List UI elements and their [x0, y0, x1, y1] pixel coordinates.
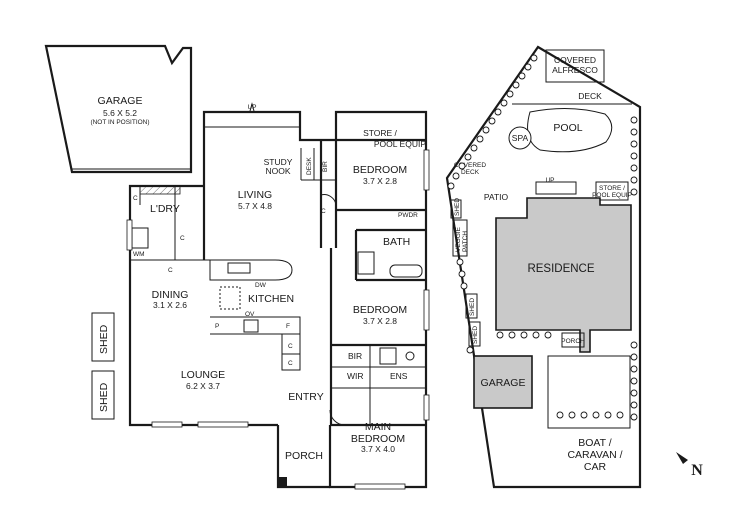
boat-line2: CARAVAN / — [567, 449, 622, 461]
powder-room-label: PWDR — [398, 212, 418, 219]
north-label: N — [691, 462, 703, 479]
floor-plan: GARAGE 5.6 X 5.2 (NOT IN POSITION) UP — [44, 44, 430, 490]
pool-label: POOL — [553, 122, 582, 134]
spa-label: SPA — [512, 133, 529, 143]
cupboard-c5: C — [288, 343, 293, 350]
bath-label: BATH — [383, 236, 410, 248]
site-garage-block: GARAGE — [473, 355, 533, 409]
ensuite-label: ENS — [390, 371, 408, 381]
pantry-label: P — [215, 323, 219, 330]
residence-block: RESIDENCE — [495, 197, 632, 353]
house-walls: UP — [91, 102, 430, 490]
patio-label: PATIO — [484, 192, 509, 202]
garage-block: GARAGE 5.6 X 5.2 (NOT IN POSITION) — [44, 44, 193, 174]
covered-alfresco-line2: ALFRESCO — [552, 65, 598, 75]
site-shed-label-3: SHED — [472, 326, 479, 344]
trees — [447, 54, 638, 421]
oven-label: OV — [245, 311, 255, 318]
site-store-line2: POOL EQUIP — [592, 192, 632, 199]
washing-machine-label: WM — [133, 251, 145, 258]
boat-line1: BOAT / — [578, 437, 612, 449]
study-nook-line2: NOOK — [265, 166, 290, 176]
study-nook-line1: STUDY — [264, 157, 293, 167]
main-bedroom-label-line1: MAIN — [365, 421, 391, 433]
north-arrow: N — [676, 452, 703, 479]
deck-label: DECK — [578, 91, 602, 101]
dishwasher-label: DW — [255, 282, 267, 289]
bedroom1-label: BEDROOM — [353, 164, 407, 176]
site-porch-label: PORCH — [561, 338, 585, 345]
garage-label: GARAGE — [98, 95, 143, 107]
main-bedroom-dims: 3.7 X 4.0 — [361, 444, 395, 454]
covered-deck-line2: DECK — [461, 169, 480, 176]
living-dims: 5.7 X 4.8 — [238, 201, 272, 211]
bir-label-top: BIR — [322, 161, 329, 172]
porch-label: PORCH — [285, 450, 323, 462]
site-shed-label-2: SHED — [469, 298, 476, 316]
living-label: LIVING — [238, 189, 272, 201]
up-label: UP — [247, 104, 256, 111]
bedroom2-label: BEDROOM — [353, 304, 407, 316]
covered-alfresco-line1: COVERED — [554, 55, 596, 65]
site-store-line1: STORE / — [599, 185, 625, 192]
veggie-patch-line2: PATCH — [462, 231, 469, 252]
lounge-dims: 6.2 X 3.7 — [186, 381, 220, 391]
boat-line3: CAR — [584, 461, 607, 473]
cupboard-c6: C — [288, 360, 293, 367]
garage-dims: 5.6 X 5.2 — [103, 108, 137, 118]
floor-plan-labels: STUDY NOOK DESK BIR STORE / POOL EQUIP B… — [98, 128, 426, 462]
site-shed-label-1: SHED — [454, 198, 461, 216]
laundry-label: L'DRY — [150, 203, 180, 215]
desk-label: DESK — [306, 157, 313, 175]
dining-label: DINING — [152, 289, 189, 301]
bir-label-bottom: BIR — [348, 351, 362, 361]
garage-note: (NOT IN POSITION) — [90, 119, 149, 126]
main-bedroom-label-line2: BEDROOM — [351, 433, 405, 445]
cupboard-c3: C — [168, 267, 173, 274]
shed-label-1: SHED — [98, 324, 110, 354]
veggie-patch-line1: VEGGIE — [455, 226, 462, 252]
covered-alfresco: COVERED ALFRESCO — [545, 49, 605, 83]
fridge-label: F — [286, 323, 290, 330]
bedroom1-dims: 3.7 X 2.8 — [363, 176, 397, 186]
shed-label-2: SHED — [98, 382, 110, 412]
entry-label: ENTRY — [288, 391, 323, 403]
dining-dims: 3.1 X 2.6 — [153, 300, 187, 310]
kitchen-label: KITCHEN — [248, 293, 294, 305]
store-line2: POOL EQUIP — [374, 139, 426, 149]
site-up-label: UP — [545, 177, 554, 184]
site-garage-label: GARAGE — [481, 377, 526, 389]
laundry-cupboard-c2: C — [180, 235, 185, 242]
lounge-label: LOUNGE — [181, 369, 225, 381]
cupboard-c4: C — [321, 208, 326, 215]
residence-label: RESIDENCE — [527, 263, 594, 275]
bedroom2-dims: 3.7 X 2.8 — [363, 316, 397, 326]
laundry-cupboard-c1: C — [133, 195, 138, 202]
wir-label: WIR — [347, 371, 364, 381]
site-plan: COVERED ALFRESCO DECK POOL SPA COVERED D… — [445, 45, 642, 489]
store-line1: STORE / — [363, 128, 397, 138]
covered-deck-line1: COVERED — [454, 162, 486, 169]
